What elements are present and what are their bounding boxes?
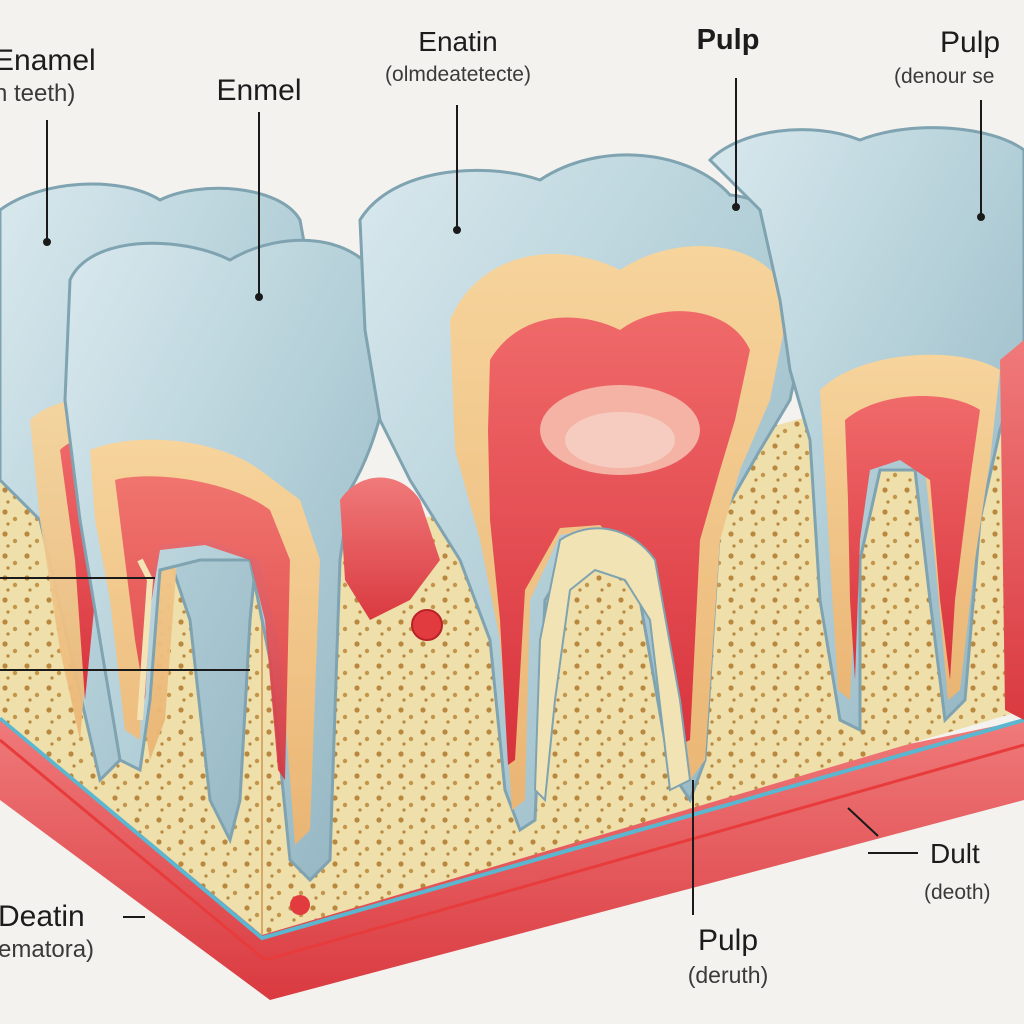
gum-papilla	[290, 477, 443, 915]
label-pulp-bottom: Pulp (deruth)	[688, 926, 769, 987]
label-dult: Dult (deoth)	[924, 838, 991, 904]
label-enmel-title: Enmel	[216, 74, 302, 107]
label-pulp-right-sub: (denour se	[894, 65, 995, 88]
right-gum-edge	[1000, 340, 1024, 720]
label-enamel-left-sub: n teeth)	[0, 80, 76, 107]
label-dult-title: Dult	[930, 838, 980, 869]
label-pulp-top-title: Pulp	[696, 24, 760, 56]
label-enatin: Enatin (olmdeatetecte)	[385, 26, 531, 86]
label-pulp-right: Pulp (denour se	[894, 26, 1001, 88]
right-molar	[707, 126, 1024, 733]
label-enmel: Enmel	[216, 76, 301, 106]
label-pulp-bottom-title: Pulp	[697, 924, 759, 957]
label-enatin-title: Enatin	[418, 26, 498, 57]
center-molar	[358, 153, 808, 833]
label-pulp-top: Pulp	[697, 26, 760, 55]
label-enamel-left-title: Enamel	[0, 44, 96, 77]
label-deatin-title: Deatin	[0, 900, 85, 933]
label-pulp-bottom-sub: (deruth)	[687, 962, 769, 988]
label-pulp-right-title: Pulp	[940, 26, 1001, 59]
leader-lines	[0, 78, 985, 918]
label-dult-sub: (deoth)	[924, 881, 991, 904]
label-deatin-sub: ematora)	[0, 936, 95, 963]
label-enamel-left: Enamel n teeth)	[0, 46, 96, 106]
label-enatin-sub: (olmdeatetecte)	[385, 63, 531, 86]
front-left-tooth	[63, 238, 392, 883]
label-deatin: Deatin ematora)	[0, 902, 94, 962]
